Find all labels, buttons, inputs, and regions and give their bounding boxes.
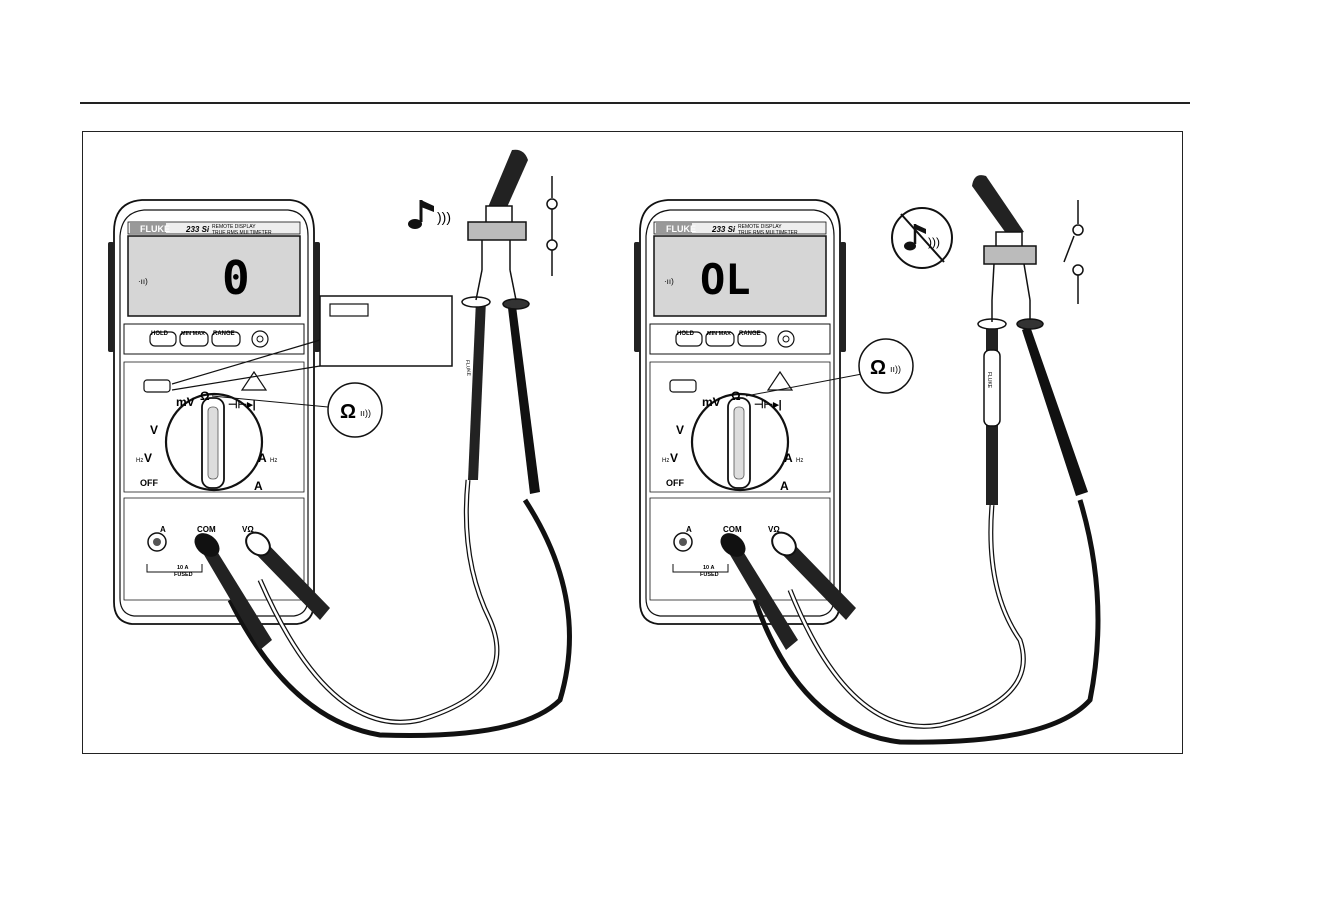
left-subtitle-2: TRUE RMS MULTIMETER [212,230,272,236]
right-brand: FLUKE [666,224,696,234]
left-dial-a-dc: A [254,479,263,493]
right-subtitle-2: TRUE RMS MULTIMETER [738,230,798,236]
left-sound-waves: ))) [437,209,451,225]
right-fused-bottom: FUSED [700,572,719,578]
right-dial-a-hz: Hz [796,458,803,464]
right-hold-button: HOLD [677,331,695,337]
right-dial-vdc: V [676,423,684,437]
right-dial-vac: V [670,451,678,465]
right-dial-capacitor-diode: ⊣⊢▸| [754,398,782,411]
left-jack-a: A [160,525,166,534]
right-dial-mv: mV [702,395,721,409]
left-range-button: RANGE [213,331,235,337]
music-note-crossed-icon: ))) [892,208,952,268]
left-dial-ohm: Ω [200,389,210,403]
right-switch-symbol [1064,200,1083,304]
music-note-sound-icon: ))) [408,200,451,229]
left-fused-bottom: FUSED [174,572,193,578]
right-callout-beep: ıı)) [890,364,901,374]
left-callout-ohm: Ω [340,401,356,423]
right-callout-ohm: Ω [870,357,886,379]
left-dial-hz: Hz [136,458,143,464]
right-toggle-switch [972,175,1036,300]
left-probe-label: FLUKE [464,360,471,377]
right-dial-a-ac: A [784,451,793,465]
right-dial-a-dc: A [780,479,789,493]
left-minmax-button: MIN MAX [181,331,205,337]
left-dial-off: OFF [140,478,158,488]
right-display-reading: OL [700,255,751,304]
left-model: 233 Si [185,225,210,234]
left-dial-a-ac: A [258,451,267,465]
right-model: 233 Si [711,225,736,234]
right-jack-com: COM [723,525,742,534]
right-minmax-button: MIN MAX [707,331,731,337]
left-fused-top: 10 A [177,565,188,571]
right-probe-label: FLUKE [986,372,992,389]
right-dial-hz: Hz [662,458,669,464]
left-dial-vac: V [144,451,152,465]
right-dial-off: OFF [666,478,684,488]
right-beep-indicator: ·ıı) [664,277,674,286]
left-dial-mv: mV [176,395,195,409]
left-jack-com: COM [197,525,216,534]
right-dial-ohm: Ω [731,389,741,403]
right-jack-a: A [686,525,692,534]
switch-symbol-icon [547,176,557,276]
right-fused-top: 10 A [703,565,714,571]
left-display-reading: 0 [222,251,250,305]
left-dial-vdc: V [150,423,158,437]
left-beep-indicator: ·ıı) [138,277,148,286]
left-hold-button: HOLD [151,331,169,337]
left-brand: FLUKE [140,224,170,234]
right-range-button: RANGE [739,331,761,337]
left-callout-beep: ıı)) [360,408,371,418]
left-dial-a-hz: Hz [270,458,277,464]
left-toggle-switch [468,150,528,270]
